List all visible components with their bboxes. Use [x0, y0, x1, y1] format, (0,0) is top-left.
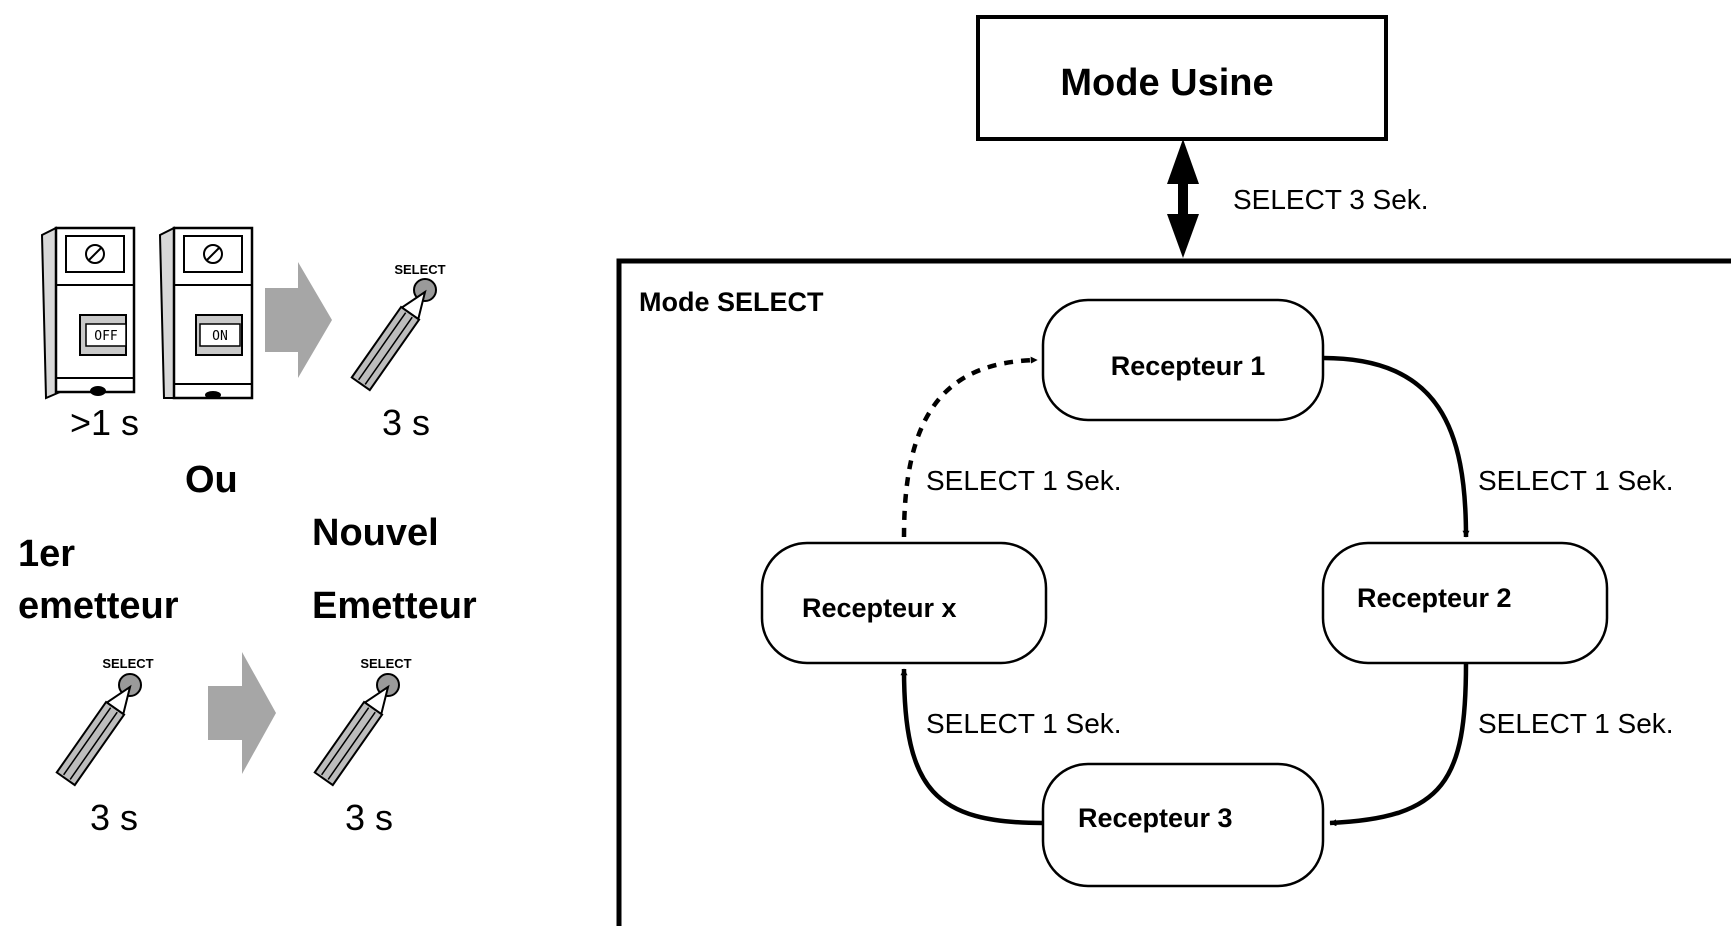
breaker-on-icon: ON [158, 226, 254, 400]
select-pen-icon-first: SELECT [55, 656, 154, 787]
edge-r2-to-r3 [1329, 662, 1469, 827]
edge-rx-to-r1 [901, 356, 1038, 538]
receiver-x-label: Recepteur x [802, 593, 957, 623]
step-arrow-top [265, 262, 332, 378]
factory-transition-label: SELECT 3 Sek. [1233, 184, 1429, 215]
select-pen-icon-top: SELECT [350, 262, 446, 392]
receiver-1-node: Recepteur 1 [1041, 298, 1325, 422]
breaker-on-label: ON [212, 329, 228, 344]
first-emitter-line1: 1er [18, 533, 75, 575]
receiver-2-node: Recepteur 2 [1321, 541, 1609, 665]
select-mode-title: Mode SELECT [639, 287, 824, 317]
edge-r1-to-r2 [1322, 355, 1470, 538]
edge-r3-to-rx-label: SELECT 1 Sek. [926, 708, 1122, 739]
edge-r1-to-r2-label: SELECT 1 Sek. [1478, 465, 1674, 496]
step-arrow-bottom [208, 652, 276, 774]
receiver-x-node: Recepteur x [760, 541, 1048, 665]
time-select-top: 3 s [382, 402, 430, 443]
receiver-1-label: Recepteur 1 [1111, 351, 1266, 381]
new-emitter-line2: Emetteur [312, 585, 477, 627]
select-pen-icon-new: SELECT [313, 656, 412, 787]
edge-r2-to-r3-label: SELECT 1 Sek. [1478, 708, 1674, 739]
factory-mode-node: Mode Usine [976, 15, 1388, 141]
factory-mode-label: Mode Usine [1060, 62, 1273, 104]
or-label: Ou [185, 459, 238, 501]
time-first: 3 s [90, 797, 138, 838]
time-off: >1 s [70, 402, 139, 443]
select-mode-container [616, 258, 1731, 926]
first-emitter-line2: emetteur [18, 585, 179, 627]
new-emitter-line1: Nouvel [312, 512, 439, 554]
breaker-off-label: OFF [94, 329, 118, 344]
select-label-new: SELECT [360, 656, 411, 671]
receiver-3-node: Recepteur 3 [1041, 762, 1325, 888]
edge-rx-to-r1-label: SELECT 1 Sek. [926, 465, 1122, 496]
receiver-2-label: Recepteur 2 [1357, 583, 1512, 613]
select-label-first: SELECT [102, 656, 153, 671]
time-new: 3 s [345, 797, 393, 838]
receiver-3-label: Recepteur 3 [1078, 803, 1233, 833]
select-label-top: SELECT [394, 262, 445, 277]
breaker-off-icon: OFF [40, 226, 136, 400]
edge-r3-to-rx [900, 668, 1044, 826]
factory-transition-arrow [1167, 139, 1199, 258]
